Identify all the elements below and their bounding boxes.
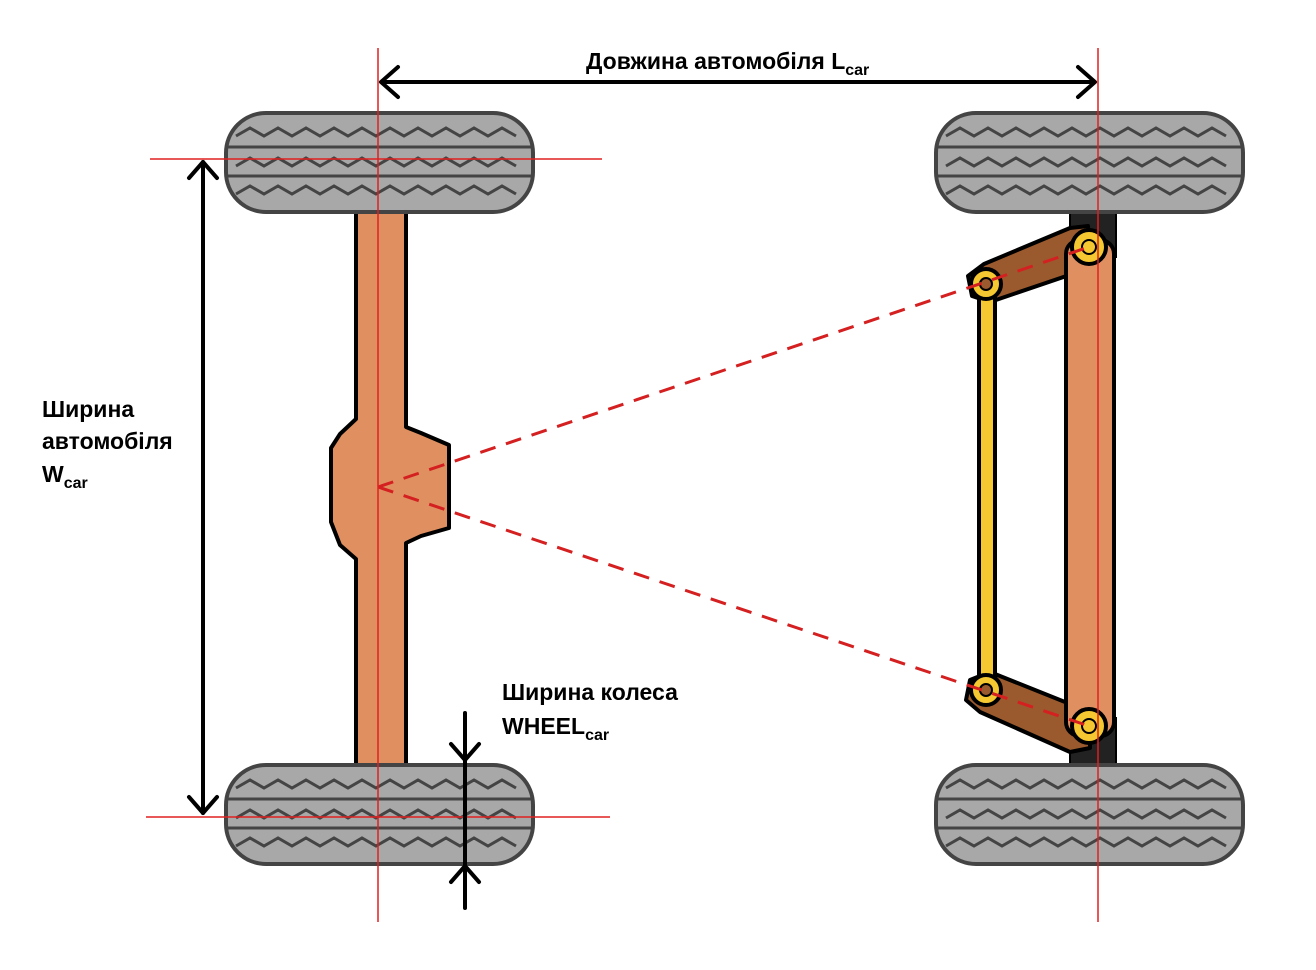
car-length-label: Довжина автомобіля Lcar <box>586 48 869 79</box>
wheel-width-dimension <box>449 711 481 910</box>
wheel-width-arrow-up-icon <box>449 864 481 884</box>
rear-left-wheel <box>226 113 533 212</box>
car-width-dimension <box>187 160 219 815</box>
wheel-width-label: Ширина колеса WHEELcar <box>502 679 684 744</box>
ackermann-lines <box>377 245 1090 728</box>
front-axle <box>964 206 1117 767</box>
car-length-arrow-right-icon <box>1076 65 1097 99</box>
wheel-width-arrow-down-icon <box>449 742 481 762</box>
car-width-arrow-bottom-icon <box>187 795 219 815</box>
rear-right-wheel <box>226 765 533 864</box>
ackermann-line-top <box>377 245 1090 489</box>
front-axle-beam <box>1064 238 1116 738</box>
guide-lines <box>146 48 1099 922</box>
front-left-wheel <box>936 113 1243 212</box>
front-right-wheel <box>936 765 1243 864</box>
tie-rod <box>977 282 997 694</box>
ackermann-line-bottom <box>377 485 1090 728</box>
car-length-arrow-left-icon <box>379 65 400 99</box>
car-length-dimension <box>379 65 1097 99</box>
car-width-label: Ширина автомобіля Wcar <box>42 396 179 492</box>
car-width-arrow-top-icon <box>187 160 219 180</box>
